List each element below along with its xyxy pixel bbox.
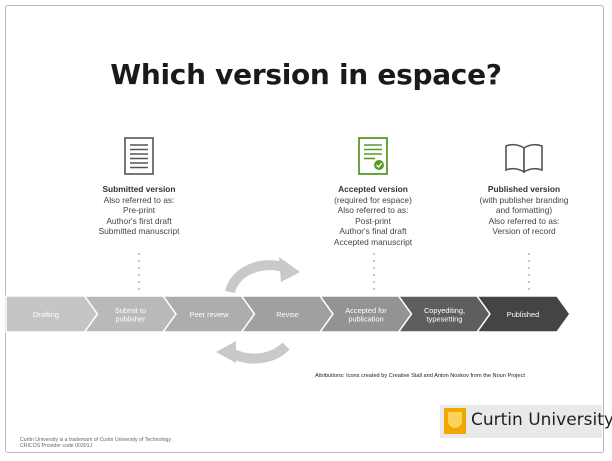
slide-title: Which version in espace? [110,58,502,91]
process-step-label: typesetting [427,314,463,323]
university-shield-icon [444,408,466,434]
accepted-version-text: Accepted version (required for espace) A… [318,184,428,248]
version-line: (required for espace) [334,194,412,205]
version-line: Also referred to as: [103,194,175,205]
footer-text: Curtin University is a trademark of Curt… [20,437,171,449]
slide-border [5,5,604,453]
document-icon [124,137,154,175]
process-step-label: Drafting [33,310,59,319]
version-line: Submitted manuscript [98,226,180,237]
version-heading: Accepted version [338,184,408,194]
version-line: Post-print [355,215,391,226]
curtin-logo: Curtin University [440,405,612,438]
version-line: Version of record [492,226,556,237]
version-heading: Published version [487,184,561,194]
version-line: (with publisher branding [479,194,569,205]
process-step-label: Copyediting, [424,306,465,315]
dotted-connector [138,253,140,295]
version-heading: Submitted version [102,184,176,194]
dotted-connector [528,253,530,295]
process-step-label: publication [348,314,383,323]
version-line: Accepted manuscript [333,236,413,247]
accepted-document-icon [358,137,388,175]
version-line: Also referred to as: [337,205,409,216]
footer-line: Curtin University is a trademark of Curt… [20,437,171,443]
cycle-arrows-icon [216,257,300,364]
process-step-chevron [475,295,571,333]
process-step-label: Submit to [115,306,146,315]
submitted-version-text: Submitted version Also referred to as: P… [84,184,194,237]
process-step-label: publisher [116,314,147,323]
version-line: Also referred to as: [488,215,560,226]
process-step-label: Accepted for [345,306,387,315]
logo-name: Curtin University [471,410,612,430]
version-line: Author's first draft [106,215,172,226]
published-version-text: Published version (with publisher brandi… [460,184,588,237]
footer-line: CRICOS Provider code 00301J [20,443,93,450]
attribution-text: Attributions: Icons created by Creative … [315,373,525,379]
version-line: and formatting) [495,205,553,216]
version-line: Pre-print [122,205,156,216]
dotted-connector [373,253,375,295]
process-step-label: Peer review [189,310,229,319]
open-book-icon [505,143,543,173]
process-step-label: Revise [276,310,299,319]
version-line: Author's final draft [339,226,407,237]
process-step-label: Published [507,310,539,319]
